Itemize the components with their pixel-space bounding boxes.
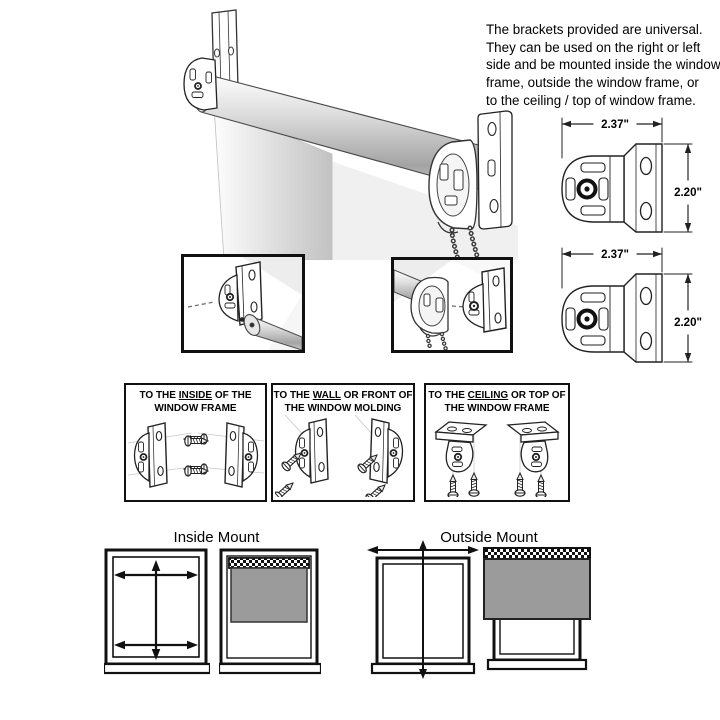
title-underlined-word: WALL [312,390,341,401]
measure-arrows [114,560,198,660]
height-dimension-label: 2.20" [674,187,702,199]
chain-end-detail-drawing [394,260,510,350]
bracket-dimension-diagram-top: 2.37" 2.20" [560,116,702,234]
wall-mount-bracket-drawing [275,415,404,497]
width-dimension-label: 2.37" [601,249,629,261]
mount-option-title: TO THE WALL OR FRONT OF THE WINDOW MOLDI… [273,385,413,415]
mount-option-title: TO THE INSIDE OF THE WINDOW FRAME [126,385,265,415]
mounting-strip [211,9,239,93]
roller-shade-illustration [183,9,518,260]
measure-arrows [367,540,479,679]
intro-text: The brackets provided are universal. The… [486,22,720,108]
inside-mount-measure-window [104,548,210,675]
outside-mount-measure-window [367,540,479,679]
detail-box-chain-end [391,257,513,353]
bracket-dimension-diagram-bottom: 2.37" 2.20" [560,246,702,364]
ceiling-mount-bracket-drawing [428,415,566,497]
title-text-line2: THE WINDOW FRAME [444,402,550,414]
title-text: OR FRONT OF [340,390,413,401]
right-bracket [477,110,513,230]
window-shade-fill [230,567,308,623]
title-text-line2: THE WINDOW MOLDING [284,402,402,414]
inside-mount-label: Inside Mount [173,529,260,546]
mount-option-box-inside: TO THE INSIDE OF THE WINDOW FRAME [124,383,267,502]
title-text: OF THE [212,390,252,401]
detail-box-idle-end [181,254,305,353]
inside-mount-shade-window [219,548,321,675]
shade-fabric [213,105,333,260]
title-text-line2: WINDOW FRAME [154,402,237,414]
left-bracket [183,57,218,111]
width-dimension-label: 2.37" [601,119,629,131]
title-underlined-word: CEILING [467,390,509,401]
mount-option-title: TO THE CEILING OR TOP OF THE WINDOW FRAM… [426,385,568,415]
outside-mount-shade-window [483,547,591,671]
title-text: TO THE [139,390,179,401]
inside-mount-bracket-drawing [127,422,264,488]
title-underlined-word: INSIDE [178,390,213,401]
mount-option-box-ceiling: TO THE CEILING OR TOP OF THE WINDOW FRAM… [424,383,570,502]
title-text: TO THE [428,390,468,401]
window-shade-fill [483,558,591,620]
outside-mount-label: Outside Mount [440,529,538,546]
title-text: OR TOP OF [508,390,566,401]
title-text: TO THE [273,390,313,401]
height-dimension-label: 2.20" [674,317,702,329]
idle-end-detail-drawing [187,257,302,350]
chain-control-end [428,139,478,234]
mount-option-box-wall: TO THE WALL OR FRONT OF THE WINDOW MOLDI… [271,383,415,502]
